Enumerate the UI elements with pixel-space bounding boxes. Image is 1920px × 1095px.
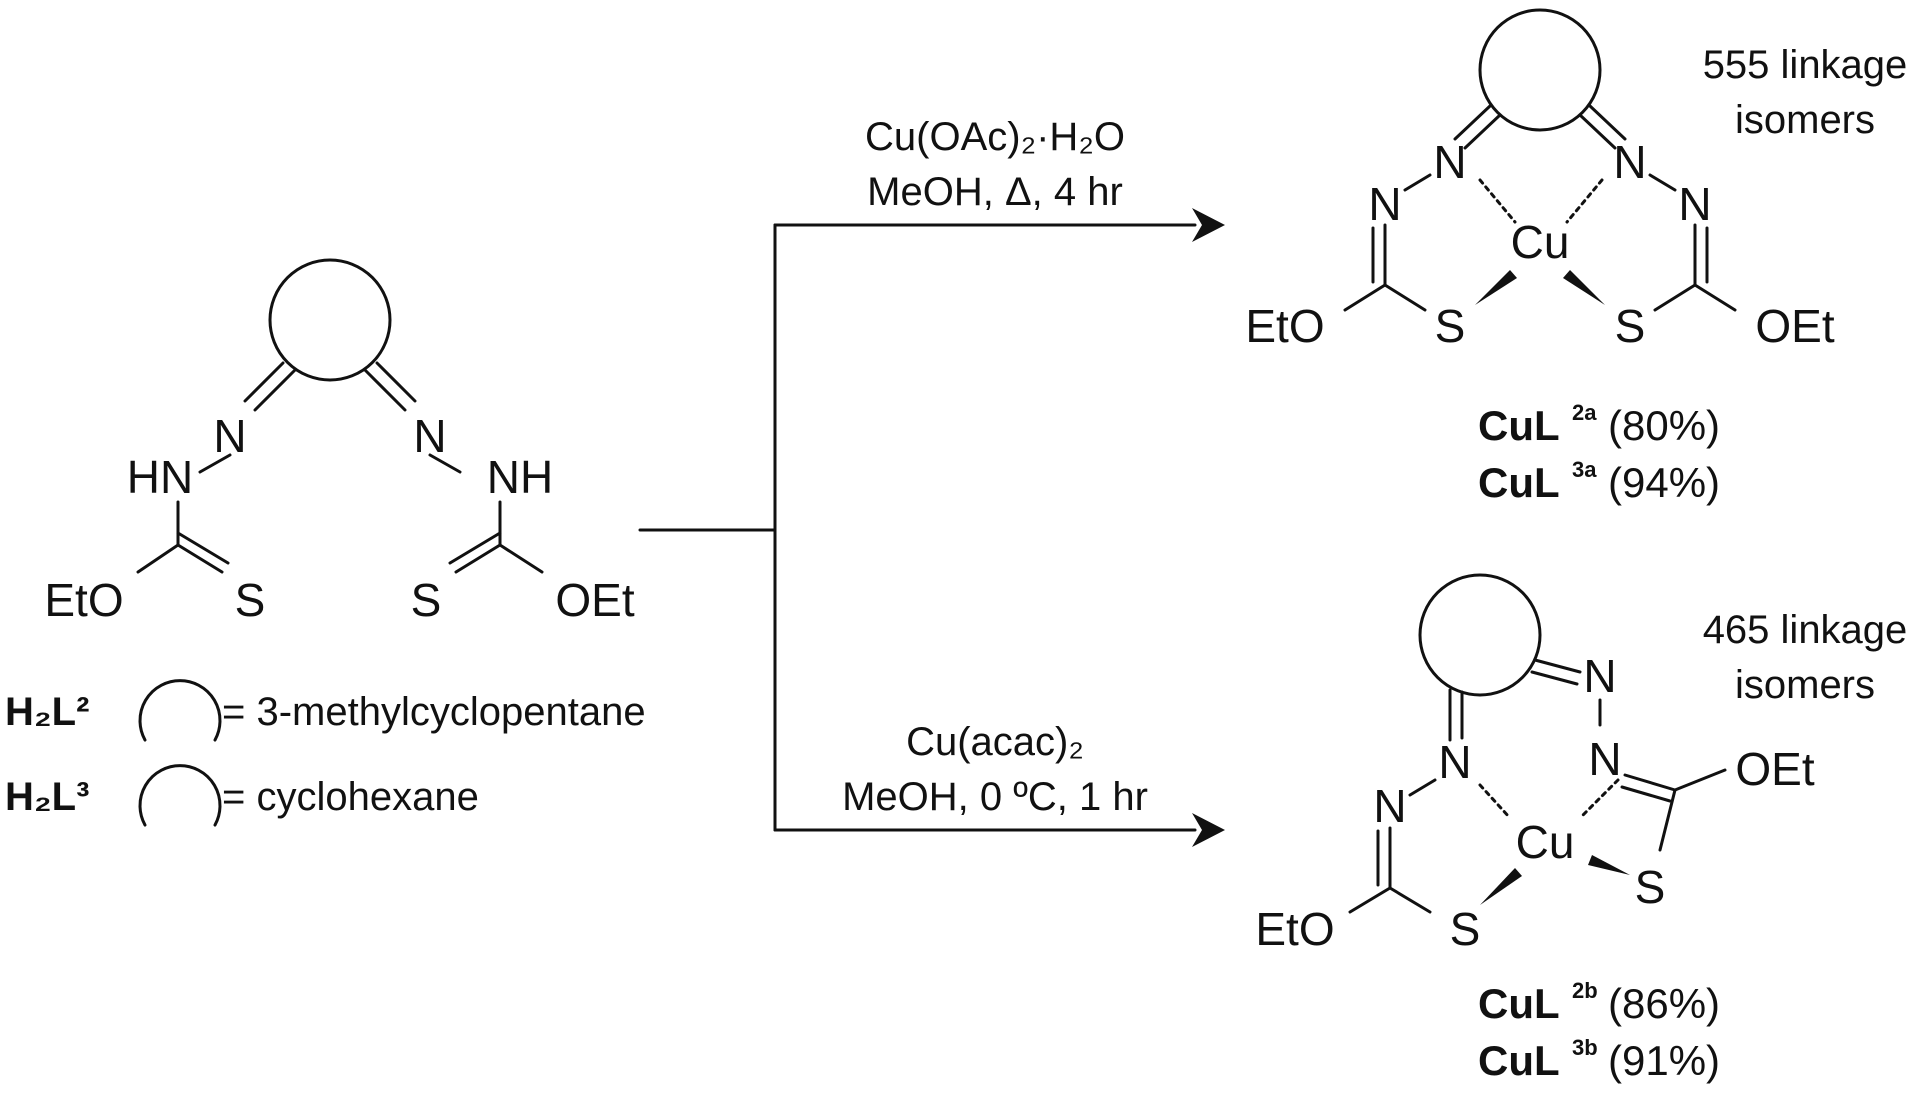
atom-label: N — [1613, 136, 1646, 188]
ring-placeholder-icon — [138, 679, 222, 742]
legend-text: = cyclohexane — [222, 775, 479, 819]
ring-placeholder — [1478, 8, 1602, 132]
legend-text: = 3-methylcyclopentane — [222, 690, 646, 734]
atom-label: Cu — [1516, 816, 1575, 868]
compound-name: CuL — [1478, 1037, 1560, 1084]
yield-row: CuL 3b (91%) — [1478, 1035, 1720, 1084]
isomer-label: 555 linkage — [1703, 43, 1908, 87]
compound-name: CuL — [1478, 980, 1560, 1027]
product-465: N N N N Cu OEt S S EtO 465 linkage isome… — [1255, 573, 1908, 1084]
atom-label: N — [413, 410, 446, 462]
atom-label: EtO — [1245, 300, 1324, 352]
condition-text: Cu(OAc)₂·H₂O — [865, 115, 1125, 159]
isomer-label: 465 linkage — [1703, 608, 1908, 652]
reaction-arrows: Cu(OAc)₂·H₂O MeOH, Δ, 4 hr Cu(acac)₂ MeO… — [638, 115, 1225, 847]
compound-superscript: 2a — [1572, 400, 1597, 425]
ring-placeholder — [268, 258, 392, 382]
atom-label: EtO — [1255, 903, 1334, 955]
atom-label: S — [1435, 300, 1466, 352]
yield-value: (91%) — [1608, 1037, 1720, 1084]
ring-placeholder — [1418, 573, 1542, 697]
compound-superscript: 3b — [1572, 1035, 1598, 1060]
ligand-legend: H₂L² = 3-methylcyclopentane H₂L³ = cyclo… — [5, 679, 646, 827]
product-555: N N N N Cu S S EtO OEt 555 linkage isome… — [1245, 8, 1908, 506]
arrowhead — [1192, 813, 1225, 847]
atom-label: HN — [127, 451, 193, 503]
atom-label: N — [1678, 178, 1711, 230]
reactant-structure: N N HN NH EtO S S OEt — [44, 258, 635, 626]
atom-label: S — [235, 574, 266, 626]
atom-label: N — [213, 410, 246, 462]
yield-row: CuL 2b (86%) — [1478, 978, 1720, 1027]
atom-label: S — [1450, 903, 1481, 955]
atom-label: N — [1438, 736, 1471, 788]
atom-label: OEt — [555, 574, 634, 626]
legend-label: H₂L³ — [5, 775, 89, 819]
yield-value: (86%) — [1608, 980, 1720, 1027]
atom-label: N — [1583, 650, 1616, 702]
compound-superscript: 3a — [1572, 457, 1597, 482]
condition-text: Cu(acac)₂ — [906, 720, 1084, 764]
atom-label: S — [1635, 861, 1666, 913]
legend-label: H₂L² — [5, 690, 89, 734]
yield-value: (94%) — [1608, 459, 1720, 506]
atom-label: Cu — [1511, 216, 1570, 268]
isomer-label: isomers — [1735, 98, 1875, 142]
ring-placeholder-icon — [138, 764, 222, 827]
arrowhead — [1192, 208, 1225, 242]
atom-label: EtO — [44, 574, 123, 626]
atom-label: OEt — [1735, 743, 1814, 795]
atom-label: N — [1373, 780, 1406, 832]
atom-label: S — [411, 574, 442, 626]
compound-superscript: 2b — [1572, 978, 1598, 1003]
compound-name: CuL — [1478, 459, 1560, 506]
condition-text: MeOH, Δ, 4 hr — [867, 170, 1123, 214]
yield-row: CuL 2a (80%) — [1478, 400, 1720, 449]
atom-label: OEt — [1755, 300, 1834, 352]
atom-label: N — [1433, 136, 1466, 188]
compound-name: CuL — [1478, 402, 1560, 449]
atom-label: S — [1615, 300, 1646, 352]
isomer-label: isomers — [1735, 663, 1875, 707]
yield-value: (80%) — [1608, 402, 1720, 449]
yield-row: CuL 3a (94%) — [1478, 457, 1720, 506]
atom-label: NH — [487, 451, 553, 503]
condition-text: MeOH, 0 ºC, 1 hr — [842, 775, 1148, 819]
atom-label: N — [1368, 178, 1401, 230]
atom-label: N — [1588, 733, 1621, 785]
